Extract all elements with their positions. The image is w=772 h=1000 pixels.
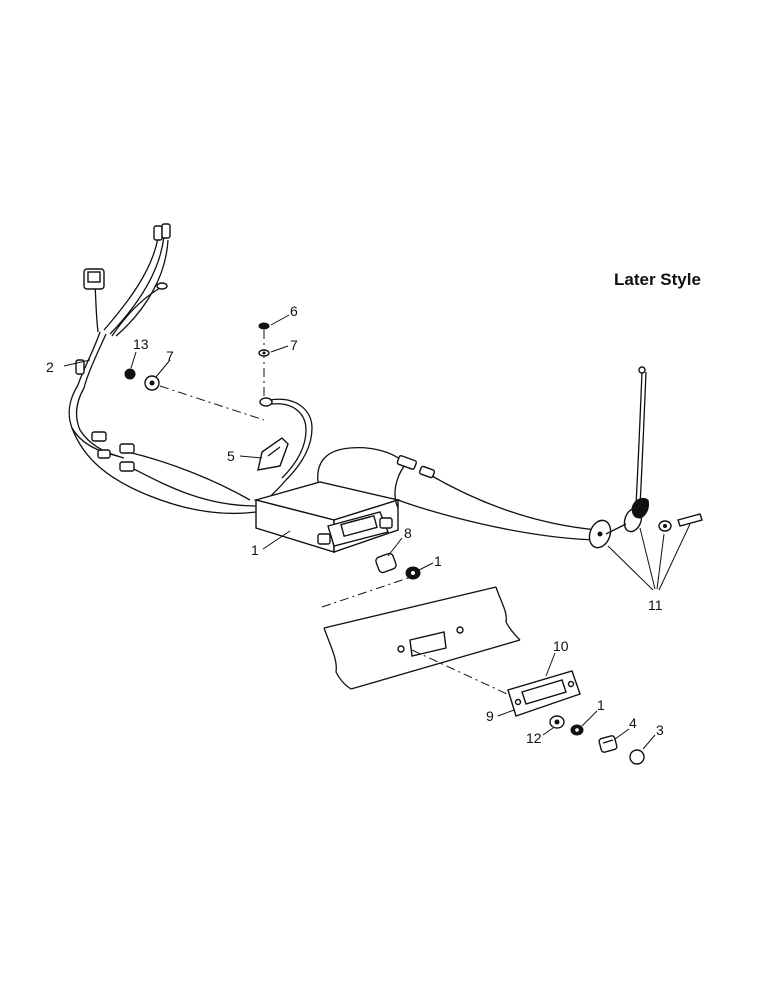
bezel-assembly	[507, 670, 645, 765]
callout-leaders	[63, 314, 656, 750]
callout-13: 13	[133, 336, 149, 352]
callout-1c: 1	[597, 697, 605, 713]
callout-5: 5	[227, 448, 235, 464]
ground-strap	[257, 322, 313, 505]
callout-3: 3	[656, 722, 664, 738]
callout-1b: 1	[434, 553, 442, 569]
callout-8: 8	[404, 525, 412, 541]
knob-3	[629, 749, 645, 765]
callout-7b: 7	[290, 337, 298, 353]
callout-7a: 7	[166, 348, 174, 364]
callout-9: 9	[486, 708, 494, 724]
callout-11: 11	[648, 597, 663, 613]
antenna-assembly	[317, 366, 703, 591]
callout-6: 6	[290, 303, 298, 319]
dash-panel	[323, 586, 521, 701]
callout-labels: 2 13 7 6 7 5 1 8 1 11 10 9 12 1 4 3	[46, 303, 664, 746]
mount-fastener	[124, 368, 265, 421]
radio-unit	[253, 481, 421, 608]
callout-1a: 1	[251, 542, 259, 558]
callout-10: 10	[553, 638, 569, 654]
nut-6	[258, 322, 270, 330]
callout-2: 2	[46, 359, 54, 375]
later-style-title: Later Style	[614, 270, 701, 289]
callout-4: 4	[629, 715, 637, 731]
screw-13	[124, 368, 136, 380]
callout-12: 12	[526, 730, 542, 746]
spacer-4	[598, 735, 618, 753]
